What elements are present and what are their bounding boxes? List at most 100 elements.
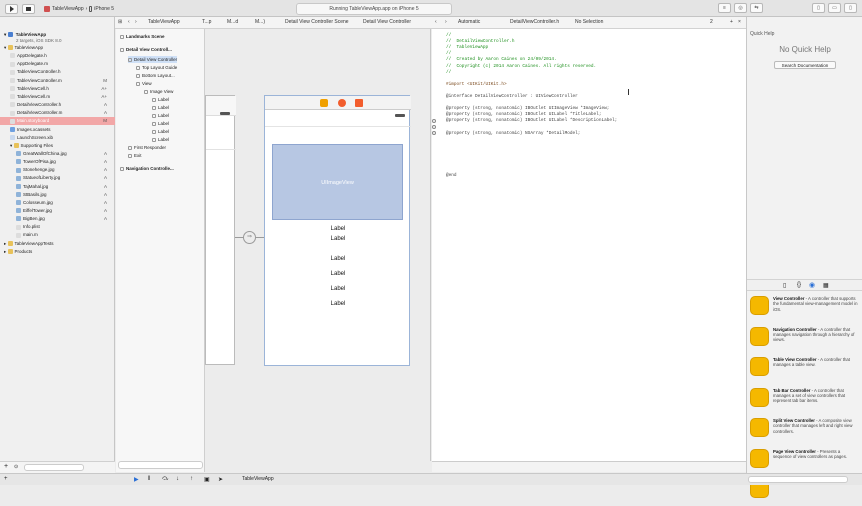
outlet-connection-icon[interactable] [432,119,436,123]
outline-item[interactable]: First Responder [128,144,166,151]
library-item[interactable]: Page View Controller - Presents a sequen… [749,447,861,476]
version-editor-icon[interactable]: ⇆ [750,3,763,13]
outline-item[interactable]: Top Layout Guide [136,64,177,71]
library-item[interactable]: Table View Controller - A controller tha… [749,355,861,384]
back-icon[interactable]: ‹ [128,19,130,25]
pause-icon[interactable]: ‖ [148,476,151,482]
outline-item[interactable]: Detail View Controller [128,56,178,63]
outline-item[interactable]: Bottom Layout... [136,72,175,79]
jump-right-arrow-icon[interactable]: › [445,19,447,25]
outlet-connection-icon[interactable] [432,125,436,129]
outline-item[interactable]: Landmarks Scene [120,33,165,40]
jump-item-base[interactable]: M...) [255,19,265,25]
code-editor[interactable]: 1//2// DetailViewController.h3// TableVi… [432,29,746,472]
navigator-item[interactable]: ▾ TableViewApp [0,44,115,52]
library-item[interactable]: View Controller - A controller that supp… [749,294,861,323]
filter-icon[interactable]: ⊙ [14,464,19,470]
navigator-toggle-icon[interactable]: ▯ [812,3,825,13]
outline-item[interactable]: View [136,80,152,87]
navigator-item[interactable]: ▾ Supporting Files [0,142,115,150]
outline-item[interactable]: Label [152,112,169,119]
navigator-item[interactable]: Images.xcassets [0,126,115,134]
navigator-item[interactable]: main.m [0,231,115,239]
media-library-icon[interactable]: ▦ [823,283,829,289]
navigator-item[interactable]: Info.plist [0,223,115,231]
navigator-item[interactable]: AppDelegate.h [0,52,115,60]
step-over-icon[interactable]: ⤼ [162,476,169,482]
navigator-item[interactable]: AppDelegate.m [0,60,115,68]
file-template-icon[interactable]: ▯ [783,283,787,289]
outline-item[interactable]: Label [152,136,169,143]
jump-left-arrow-icon[interactable]: ‹ [435,19,437,25]
jump-item-automatic[interactable]: Automatic [458,19,481,25]
step-out-icon[interactable]: ↑ [190,476,193,482]
stop-button[interactable] [22,4,35,14]
project-root[interactable]: ▾ TableViewApp [0,31,115,39]
label-3[interactable]: Label [330,256,346,262]
add-icon[interactable]: + [4,463,9,470]
label-2[interactable]: Label [330,236,346,242]
scheme-selector[interactable]: TableViewApp › iPhone 5 [44,4,114,14]
jump-item-scene[interactable]: Detail View Controller Scene [285,19,349,25]
segue-icon[interactable]: ⇒ [243,231,256,244]
object-library-icon[interactable]: ◉ [809,282,816,289]
debug-toggle-icon[interactable]: ▭ [828,3,841,13]
outline-item[interactable]: Detail View Controll... [120,46,172,53]
navigator-filter-input[interactable] [24,464,84,471]
navigator-item[interactable]: ▸ Products [0,248,115,256]
library-item[interactable]: Tab Bar Controller - A controller that m… [749,386,861,415]
outline-item[interactable]: Exit [128,152,142,159]
utility-toggle-icon[interactable]: ▯ [844,3,857,13]
jump-item-selection[interactable]: No Selection [575,19,604,25]
breakpoints-icon[interactable]: ▶ [134,477,139,483]
view-debugger-icon[interactable]: ▣ [204,477,210,483]
assistant-editor-icon[interactable]: ◎ [734,3,747,13]
outline-filter-input[interactable] [118,461,203,469]
related-items-icon[interactable]: ⊞ [118,19,123,25]
close-editor-icon[interactable]: × [738,19,741,25]
step-in-icon[interactable]: ↓ [176,476,179,482]
jump-item-header-file[interactable]: DetailViewController.h [510,19,560,25]
outline-item[interactable]: Navigation Controlle... [120,165,174,172]
outline-item[interactable]: Label [152,128,169,135]
code-snippet-icon[interactable]: {} [797,282,802,288]
library-item[interactable]: Navigation Controller - A controller tha… [749,325,861,354]
outline-item[interactable]: Image View [144,88,173,95]
navigator-item[interactable]: ▸ TableViewAppTests [0,240,115,248]
outline-item[interactable]: Label [152,104,169,111]
forward-icon[interactable]: › [135,19,137,25]
image-view[interactable]: UIImageView [272,144,403,220]
library-filter-input[interactable] [748,476,848,483]
exit-dock-icon[interactable] [355,99,363,107]
jump-item-storyboard[interactable]: M...d [227,19,239,25]
counterpart-counter[interactable]: 2 [710,19,713,25]
first-responder-dock-icon[interactable] [338,99,346,107]
view-controller-dock-icon[interactable] [320,99,328,107]
run-button[interactable] [5,4,18,14]
library-item[interactable]: Split View Controller - A composite view… [749,416,861,445]
location-icon[interactable]: ➤ [218,477,224,483]
label-5[interactable]: Label [330,286,346,292]
label-4[interactable]: Label [330,271,346,277]
previous-scene[interactable] [205,95,236,365]
add-editor-icon[interactable]: + [730,19,733,25]
outlet-connection-icon[interactable] [432,131,436,135]
add-icon[interactable]: + [4,476,8,482]
label-6[interactable]: Label [330,301,346,307]
outline-item[interactable]: Label [152,120,169,127]
